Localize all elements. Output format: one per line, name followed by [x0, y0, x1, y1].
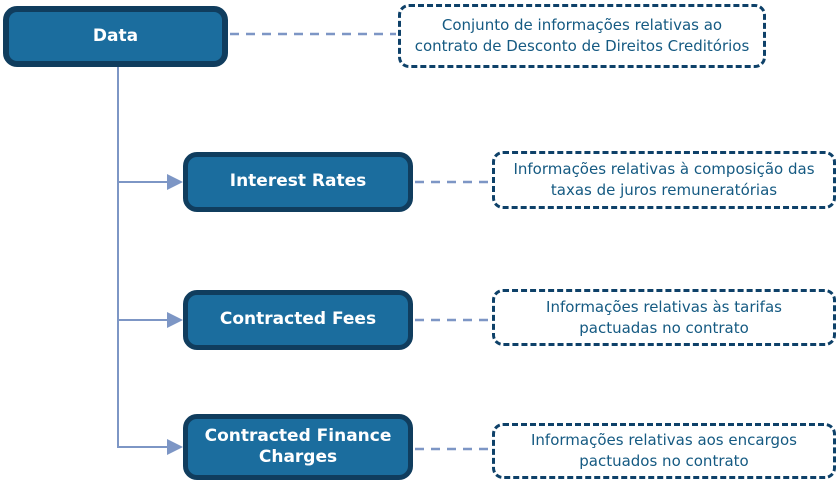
- node-contracted-fees: Contracted Fees: [183, 290, 413, 350]
- arrowhead-icon: [167, 439, 183, 455]
- annotation-interest-rates-text: Informações relativas à composição das t…: [513, 160, 815, 199]
- node-contracted-fees-label: Contracted Fees: [219, 309, 377, 330]
- node-contracted-finance-charges: Contracted Finance Charges: [183, 414, 413, 480]
- annotation-contracted-fees: Informações relativas às tarifas pactuad…: [492, 289, 836, 346]
- arrowhead-icon: [167, 312, 183, 328]
- annotation-contracted-finance-charges-text: Informações relativas aos encargos pactu…: [530, 431, 797, 470]
- node-contracted-finance-charges-label: Contracted Finance Charges: [204, 425, 392, 467]
- annotation-contracted-fees-text: Informações relativas às tarifas pactuad…: [546, 297, 782, 337]
- node-interest-rates: Interest Rates: [183, 152, 413, 212]
- annotation-contracted-finance-charges: Informações relativas aos encargos pactu…: [492, 423, 836, 479]
- node-data-label: Data: [92, 25, 139, 46]
- node-data: Data: [3, 6, 228, 67]
- annotation-data-text: Conjunto de informações relativas ao con…: [414, 16, 750, 55]
- annotation-data: Conjunto de informações relativas ao con…: [398, 4, 766, 68]
- node-interest-rates-label: Interest Rates: [229, 171, 367, 192]
- arrowhead-icon: [167, 174, 183, 190]
- annotation-interest-rates: Informações relativas à composição das t…: [492, 151, 836, 209]
